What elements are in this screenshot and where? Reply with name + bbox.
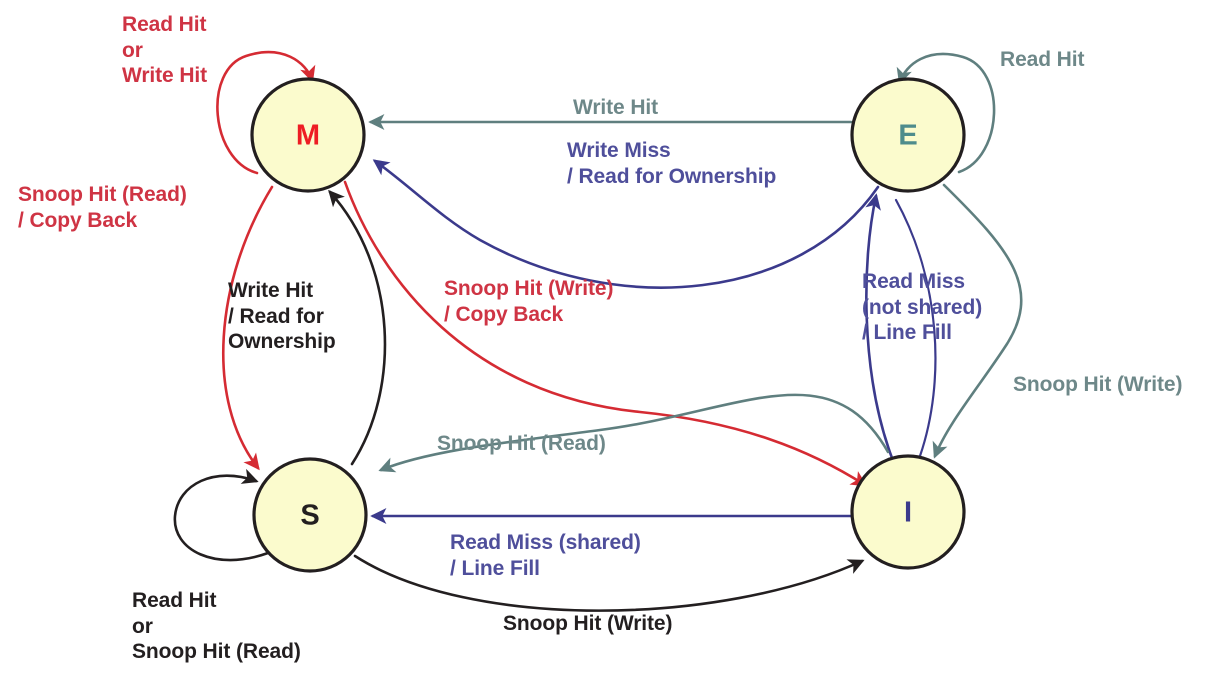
- node-e-circle[interactable]: [850, 77, 966, 193]
- node-i[interactable]: I: [850, 454, 966, 570]
- node-i-circle[interactable]: [850, 454, 966, 570]
- node-e-label: E: [898, 120, 917, 152]
- edge-label-i-to-s-read-miss: Read Miss (shared) / Line Fill: [450, 531, 641, 580]
- edge-s-self-loop: [173, 468, 270, 562]
- edge-i-to-e-read-miss: [865, 193, 894, 460]
- edge-label-e-to-m-write-hit: Write Hit: [573, 96, 659, 119]
- edge-label-e-to-m-write-miss: Write Miss / Read for Ownership: [567, 139, 777, 188]
- node-s[interactable]: S: [252, 457, 368, 573]
- node-i-label: I: [904, 497, 912, 529]
- edge-s-to-i-snoop-write: [353, 554, 865, 612]
- edge-e-to-i-snoop-write: [932, 183, 1023, 459]
- edge-label-e-to-i-snoop-write: Snoop Hit (Write): [1013, 373, 1183, 396]
- node-s-label: S: [300, 500, 319, 532]
- edge-m-to-i-snoop-write: [343, 180, 868, 487]
- edge-m-to-s-snoop-read: [221, 185, 274, 471]
- edge-label-s-to-i-snoop-write: Snoop Hit (Write): [503, 612, 673, 635]
- edge-label-m-to-i-snoop-write: Snoop Hit (Write) / Copy Back: [444, 277, 614, 326]
- edge-e-to-m-write-miss: [372, 159, 880, 289]
- node-m[interactable]: M: [250, 77, 366, 193]
- edge-label-e-self-loop: Read Hit: [1000, 48, 1085, 71]
- edge-label-m-to-s-snoop-read: Snoop Hit (Read) / Copy Back: [18, 183, 187, 232]
- edge-label-m-self-loop: Read Hit or Write Hit: [122, 13, 208, 88]
- node-m-circle[interactable]: [250, 77, 366, 193]
- node-m-label: M: [296, 120, 320, 152]
- node-s-circle[interactable]: [252, 457, 368, 573]
- edge-label-i-to-e-read-miss: Read Miss (not shared) / Line Fill: [862, 270, 983, 345]
- edge-label-s-to-m-write-hit: Write Hit / Read for Ownership: [228, 279, 336, 354]
- edge-label-i-to-s-snoop-read: Snoop Hit (Read): [437, 432, 606, 455]
- edge-i-to-s-snoop-read: [378, 393, 890, 473]
- edge-i-to-e-read-miss-strand: [894, 198, 937, 458]
- edge-s-to-m-write-hit: [328, 189, 387, 466]
- edge-m-self-loop: [216, 50, 316, 175]
- node-e[interactable]: E: [850, 77, 966, 193]
- edge-label-s-self-loop: Read Hit or Snoop Hit (Read): [132, 589, 301, 664]
- edge-e-self-loop: [896, 52, 996, 174]
